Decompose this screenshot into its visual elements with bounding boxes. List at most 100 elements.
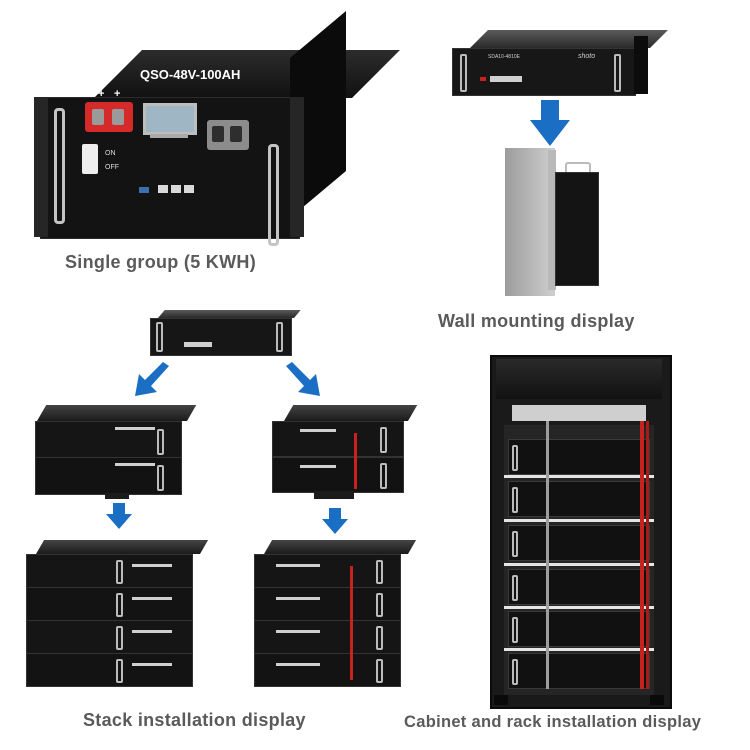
stack-handle[interactable] — [380, 463, 387, 489]
terminal-bolt-icon — [230, 126, 242, 142]
terminal-bolt-icon — [112, 109, 124, 125]
four-stack-right — [250, 540, 417, 692]
wall-unit-side — [634, 36, 648, 94]
stack-module — [26, 587, 193, 621]
stack-handle[interactable] — [116, 593, 123, 617]
rack-module-handle[interactable] — [512, 487, 518, 513]
caption-stack-installation: Stack installation display — [83, 710, 306, 730]
arrow-down-icon — [106, 503, 132, 529]
rack-rail — [504, 519, 654, 522]
terminal-bolt-icon — [92, 109, 104, 125]
center-unit-handle[interactable] — [276, 322, 283, 352]
main-battery: QSO-48V-100AH + + ON OFF — [34, 11, 400, 246]
stack-label-strip — [132, 597, 172, 600]
wall-unit-handle[interactable] — [460, 54, 467, 92]
terminal-plus-sign: + — [114, 88, 121, 100]
breaker-switch[interactable] — [82, 144, 98, 174]
center-unit-ports — [184, 342, 212, 347]
wall-unit-front — [452, 48, 636, 96]
stack-label-strip — [300, 465, 336, 468]
wall-battery-handle[interactable] — [565, 162, 591, 172]
communication-port[interactable] — [158, 185, 168, 193]
rack-ear-right — [290, 97, 304, 237]
lcd-display — [143, 103, 197, 135]
stack-label-strip — [276, 630, 320, 633]
communication-port[interactable] — [184, 185, 194, 193]
stack-foot — [105, 493, 129, 499]
stack-top-face — [36, 540, 209, 554]
arrow-down-icon — [530, 100, 570, 146]
stack-label-strip — [115, 427, 155, 430]
stack-label-strip — [276, 597, 320, 600]
two-stack-left — [25, 405, 197, 500]
stack-label-strip — [115, 463, 155, 466]
wall-unit-model-label: SDA10-4810E — [488, 54, 520, 60]
four-stack-left — [22, 540, 209, 690]
communication-port[interactable] — [171, 185, 181, 193]
stack-handle[interactable] — [376, 626, 383, 650]
red-cable — [354, 433, 357, 489]
caption-wall-mounting: Wall mounting display — [438, 311, 635, 331]
terminal-bolt-icon — [212, 126, 224, 142]
grey-cable — [546, 421, 549, 689]
rack-module — [508, 653, 650, 689]
rack-module — [508, 481, 650, 517]
stack-label-strip — [300, 429, 336, 432]
caption-single-group: Single group (5 KWH) — [65, 252, 256, 272]
switch-off-label: OFF — [105, 164, 119, 171]
wall-unit-red-indicator — [480, 77, 486, 81]
lcd-buttons[interactable] — [150, 134, 188, 138]
status-leds — [139, 187, 149, 193]
stack-handle[interactable] — [376, 593, 383, 617]
red-cable — [350, 566, 353, 680]
stack-handle[interactable] — [157, 429, 164, 455]
stack-handle[interactable] — [116, 560, 123, 584]
stack-handle[interactable] — [376, 560, 383, 584]
rack-module-handle[interactable] — [512, 659, 518, 685]
rack-module-handle[interactable] — [512, 531, 518, 557]
battery-model-label: QSO-48V-100AH — [140, 67, 241, 82]
stack-handle[interactable] — [116, 626, 123, 650]
stack-top-face — [264, 540, 417, 554]
arrow-down-left-icon — [133, 362, 173, 398]
red-cable — [640, 421, 644, 689]
rack-foot — [650, 695, 664, 705]
rack-foot — [494, 695, 508, 705]
stack-module — [26, 653, 193, 687]
stack-handle[interactable] — [116, 659, 123, 683]
two-stack-right — [270, 405, 418, 500]
caption-cabinet-rack: Cabinet and rack installation display — [404, 713, 702, 731]
rack-module-handle[interactable] — [512, 445, 518, 471]
stack-module — [26, 620, 193, 654]
rack-module-handle[interactable] — [512, 575, 518, 601]
rack-module — [508, 569, 650, 605]
rack-top-cap — [496, 359, 662, 399]
stack-label-strip — [132, 630, 172, 633]
center-unit-top — [158, 310, 301, 318]
rack-rail — [504, 563, 654, 566]
rack-rail — [504, 475, 654, 478]
wall-panel-edge — [548, 150, 556, 290]
wall-unit-brand-label: shoto — [578, 53, 596, 60]
stack-handle[interactable] — [157, 465, 164, 491]
stack-handle[interactable] — [380, 427, 387, 453]
rack-rail — [504, 648, 654, 651]
wall-unit-ports — [490, 76, 522, 82]
terminal-plus-sign: + — [98, 88, 105, 100]
stack-label-strip — [276, 663, 320, 666]
battery-handle-right[interactable] — [268, 144, 279, 246]
rack-ear-left — [34, 97, 48, 237]
center-unit-handle[interactable] — [156, 322, 163, 352]
stack-handle[interactable] — [376, 659, 383, 683]
stack-label-strip — [276, 564, 320, 567]
switch-on-label: ON — [105, 150, 116, 157]
stack-top-face — [284, 405, 418, 421]
wall-unit-handle[interactable] — [614, 54, 621, 92]
rack-module-handle[interactable] — [512, 617, 518, 643]
stack-label-strip — [132, 564, 172, 567]
battery-handle-left[interactable] — [54, 108, 65, 224]
arrow-down-icon — [322, 508, 348, 534]
arrow-down-right-icon — [282, 362, 322, 398]
rack-module — [508, 525, 650, 561]
cabinet-rack — [490, 355, 672, 709]
